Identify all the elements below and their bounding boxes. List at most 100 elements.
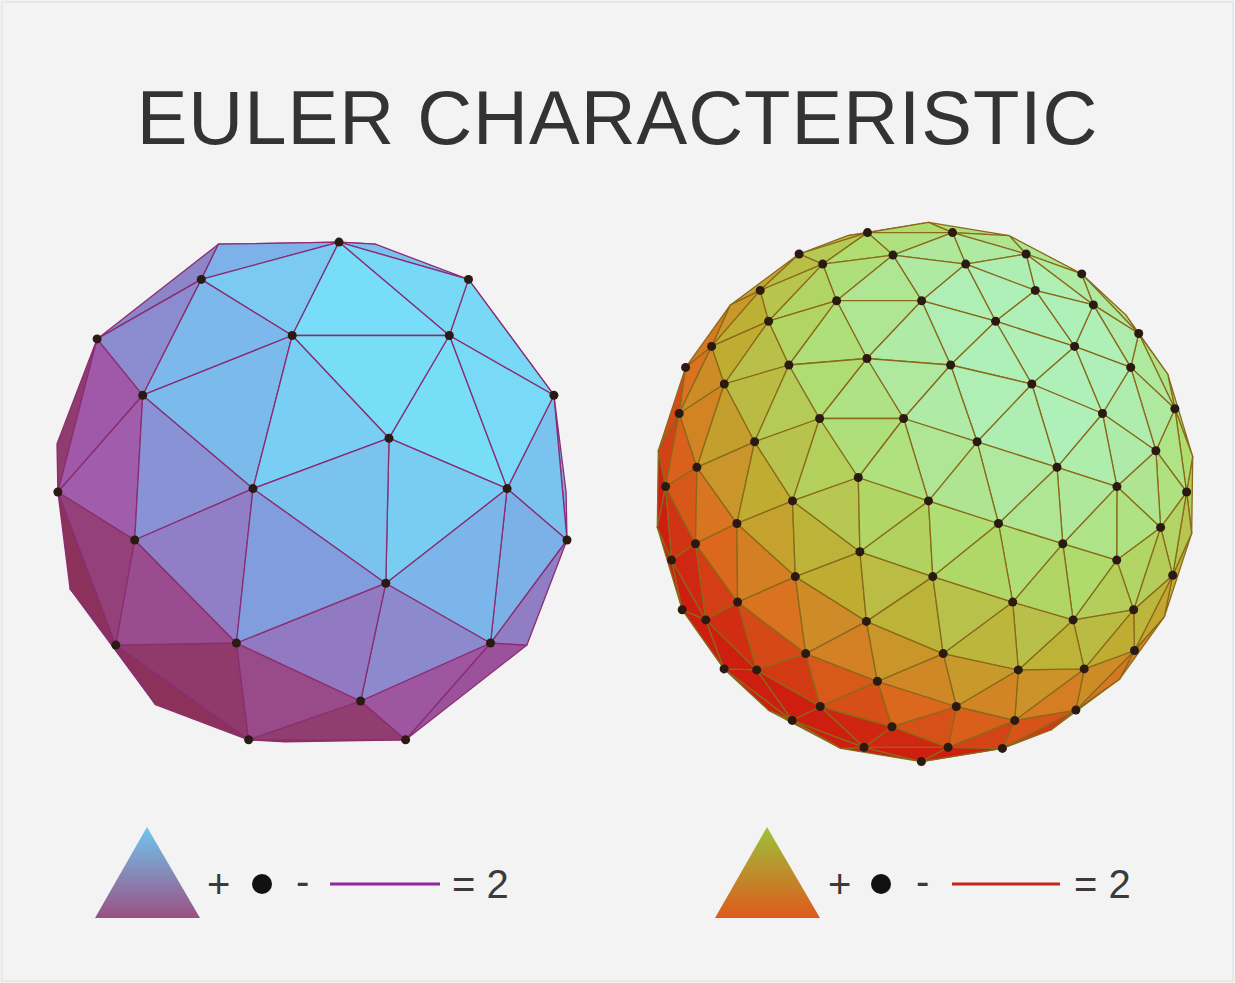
vertex-dot bbox=[1098, 409, 1107, 418]
vertex-dot bbox=[335, 238, 344, 247]
vertex-dot bbox=[1027, 380, 1036, 389]
vertex-dot bbox=[733, 598, 742, 607]
vertex-dot bbox=[692, 463, 701, 472]
sphere-face bbox=[737, 501, 795, 577]
vertex-dot bbox=[197, 275, 206, 284]
vertex-dot bbox=[1168, 571, 1177, 580]
sphere-face bbox=[1117, 487, 1161, 560]
vertex-dot bbox=[764, 317, 773, 326]
vertex-dot bbox=[948, 228, 957, 237]
vertex-dot bbox=[1070, 342, 1079, 351]
sphere-face bbox=[864, 747, 948, 761]
vertex-dot bbox=[924, 496, 933, 505]
vertex-dot bbox=[53, 488, 62, 497]
vertex-dot bbox=[1080, 664, 1089, 673]
vertex-dot bbox=[232, 639, 241, 648]
vertex-dot bbox=[862, 617, 871, 626]
sphere-face bbox=[58, 395, 143, 540]
vertex-dot bbox=[795, 250, 804, 259]
sphere-face bbox=[789, 301, 867, 365]
sphere-face bbox=[292, 242, 449, 335]
vertex-dot bbox=[464, 275, 473, 284]
vertex-dot bbox=[667, 556, 676, 565]
vertex-dot bbox=[1112, 482, 1121, 491]
minus-sign: - bbox=[296, 861, 309, 901]
vertex-dot bbox=[1031, 286, 1040, 295]
vertex-dot bbox=[1022, 250, 1031, 259]
vertex-dot bbox=[863, 228, 872, 237]
vertex-dot bbox=[788, 496, 797, 505]
vertex-dot bbox=[752, 665, 761, 674]
vertex-dot bbox=[944, 743, 953, 752]
sphere-face bbox=[1057, 467, 1117, 543]
sphere-face bbox=[135, 489, 253, 643]
vertex-symbol bbox=[871, 874, 891, 894]
vertex-dot bbox=[862, 354, 871, 363]
vertex-dot bbox=[681, 363, 690, 372]
title: EULER CHARACTERISTIC bbox=[0, 80, 1235, 156]
vertex-symbol bbox=[252, 874, 272, 894]
vertex-dot bbox=[381, 579, 390, 588]
vertex-dot bbox=[1010, 716, 1019, 725]
vertex-dot bbox=[1129, 605, 1138, 614]
vertex-dot bbox=[1089, 300, 1098, 309]
vertex-dot bbox=[888, 722, 897, 731]
vertex-dot bbox=[1077, 269, 1086, 278]
vertex-dot bbox=[691, 539, 700, 548]
vertex-dot bbox=[994, 519, 1003, 528]
vertex-dot bbox=[991, 317, 1000, 326]
vertex-dot bbox=[899, 414, 908, 423]
vertex-dot bbox=[750, 437, 759, 446]
vertex-dot bbox=[791, 572, 800, 581]
vertex-dot bbox=[356, 697, 365, 706]
vertex-dot bbox=[854, 473, 863, 482]
plus-sign: + bbox=[207, 864, 230, 904]
sphere-face bbox=[867, 301, 951, 365]
vertex-dot bbox=[1170, 404, 1179, 413]
sphere-face bbox=[1015, 669, 1084, 721]
vertex-dot bbox=[784, 361, 793, 370]
vertex-dot bbox=[889, 251, 898, 260]
vertex-dot bbox=[816, 702, 825, 711]
vertex-dot bbox=[675, 409, 684, 418]
vertex-dot bbox=[946, 361, 955, 370]
equals-label: = 2 bbox=[1074, 864, 1131, 904]
vertex-dot bbox=[549, 391, 558, 400]
vertex-dot bbox=[1069, 615, 1078, 624]
vertex-dot bbox=[1008, 598, 1017, 607]
vertex-dot bbox=[1134, 329, 1143, 338]
triangle-symbol bbox=[95, 827, 200, 918]
vertex-dot bbox=[678, 605, 687, 614]
sphere-face bbox=[858, 419, 928, 501]
vertex-dot bbox=[720, 380, 729, 389]
vertex-dot bbox=[998, 744, 1007, 753]
vertex-dot bbox=[818, 260, 827, 269]
vertex-dot bbox=[815, 414, 824, 423]
vertex-dot bbox=[1014, 665, 1023, 674]
sphere-face bbox=[253, 438, 389, 583]
vertex-dot bbox=[661, 482, 670, 491]
vertex-dot bbox=[973, 437, 982, 446]
vertex-dot bbox=[138, 391, 147, 400]
vertex-dot bbox=[1130, 646, 1139, 655]
sphere-face bbox=[116, 643, 249, 740]
vertex-dot bbox=[860, 743, 869, 752]
geodesic-sphere bbox=[657, 222, 1192, 766]
sphere-face bbox=[696, 524, 738, 603]
vertex-dot bbox=[1053, 463, 1062, 472]
vertex-dot bbox=[939, 649, 948, 658]
geodesic-sphere bbox=[53, 238, 571, 745]
triangle-symbol bbox=[715, 827, 820, 918]
sphere-face bbox=[837, 255, 922, 301]
vertex-dot bbox=[1151, 446, 1160, 455]
vertex-dot bbox=[952, 702, 961, 711]
vertex-dot bbox=[111, 641, 120, 650]
vertex-dot bbox=[385, 434, 394, 443]
vertex-dot bbox=[1156, 523, 1165, 532]
vertex-dot bbox=[720, 664, 729, 673]
vertex-dot bbox=[701, 615, 710, 624]
sphere-face bbox=[386, 438, 507, 583]
equals-label: = 2 bbox=[452, 864, 509, 904]
edge-symbol bbox=[952, 883, 1060, 886]
vertex-dot bbox=[503, 484, 512, 493]
